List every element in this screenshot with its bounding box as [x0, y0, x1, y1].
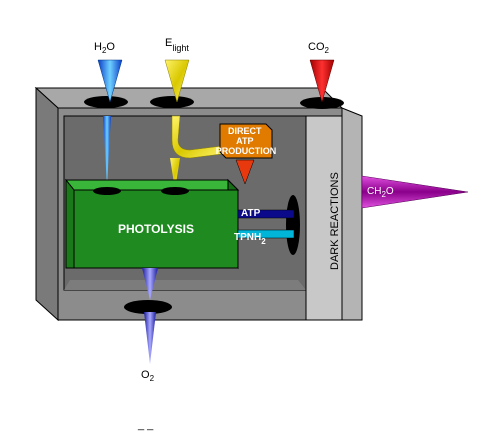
direct-atp-label: DIRECT ATP PRODUCTION — [216, 126, 277, 156]
photolysis-h2o-port — [93, 187, 121, 195]
co2-label: CO2 — [308, 41, 330, 55]
h2o-inlet-arrow — [97, 59, 123, 103]
dark-reactions-label: DARK REACTIONS — [329, 172, 341, 270]
co2-inlet-hole — [300, 97, 344, 109]
atp-transfer-bar — [237, 209, 295, 219]
o2-outlet-hole — [124, 300, 172, 314]
ch2o-output-arrow — [361, 175, 469, 209]
photolysis-top-face — [64, 179, 240, 191]
h2o-label: H2O — [94, 41, 115, 55]
h2o-inlet-hole — [84, 96, 128, 108]
light-inlet-arrow — [164, 59, 190, 103]
light-to-photolysis-arrow — [170, 158, 180, 190]
box-right-face — [341, 107, 363, 321]
cavity-floor — [64, 280, 306, 290]
atp-label: ATP — [241, 208, 261, 219]
o2-outlet-arrow — [144, 312, 156, 364]
co2-inlet-arrow — [309, 59, 335, 103]
ch2o-label: CH2O — [367, 186, 394, 199]
tpnh2-label: TPNH2 — [234, 232, 266, 246]
light-inlet-hole — [150, 96, 194, 108]
photolysis-front-face — [65, 189, 239, 269]
o2-label: O2 — [141, 369, 155, 383]
dark-reactions-port — [286, 195, 300, 255]
direct-atp-box — [219, 123, 273, 159]
photolysis-label: PHOTOLYSIS — [118, 222, 194, 236]
photolysis-light-port — [161, 187, 189, 195]
direct-atp-down-arrow — [235, 159, 255, 185]
box-left-face — [35, 86, 59, 322]
tpnh2-transfer-bar — [237, 229, 295, 239]
e-light-label: Elight — [165, 37, 189, 53]
stray-marks: _ _ — [137, 419, 154, 431]
h2o-inner-arrow — [103, 116, 111, 186]
o2-from-photolysis-arrow — [142, 268, 158, 300]
